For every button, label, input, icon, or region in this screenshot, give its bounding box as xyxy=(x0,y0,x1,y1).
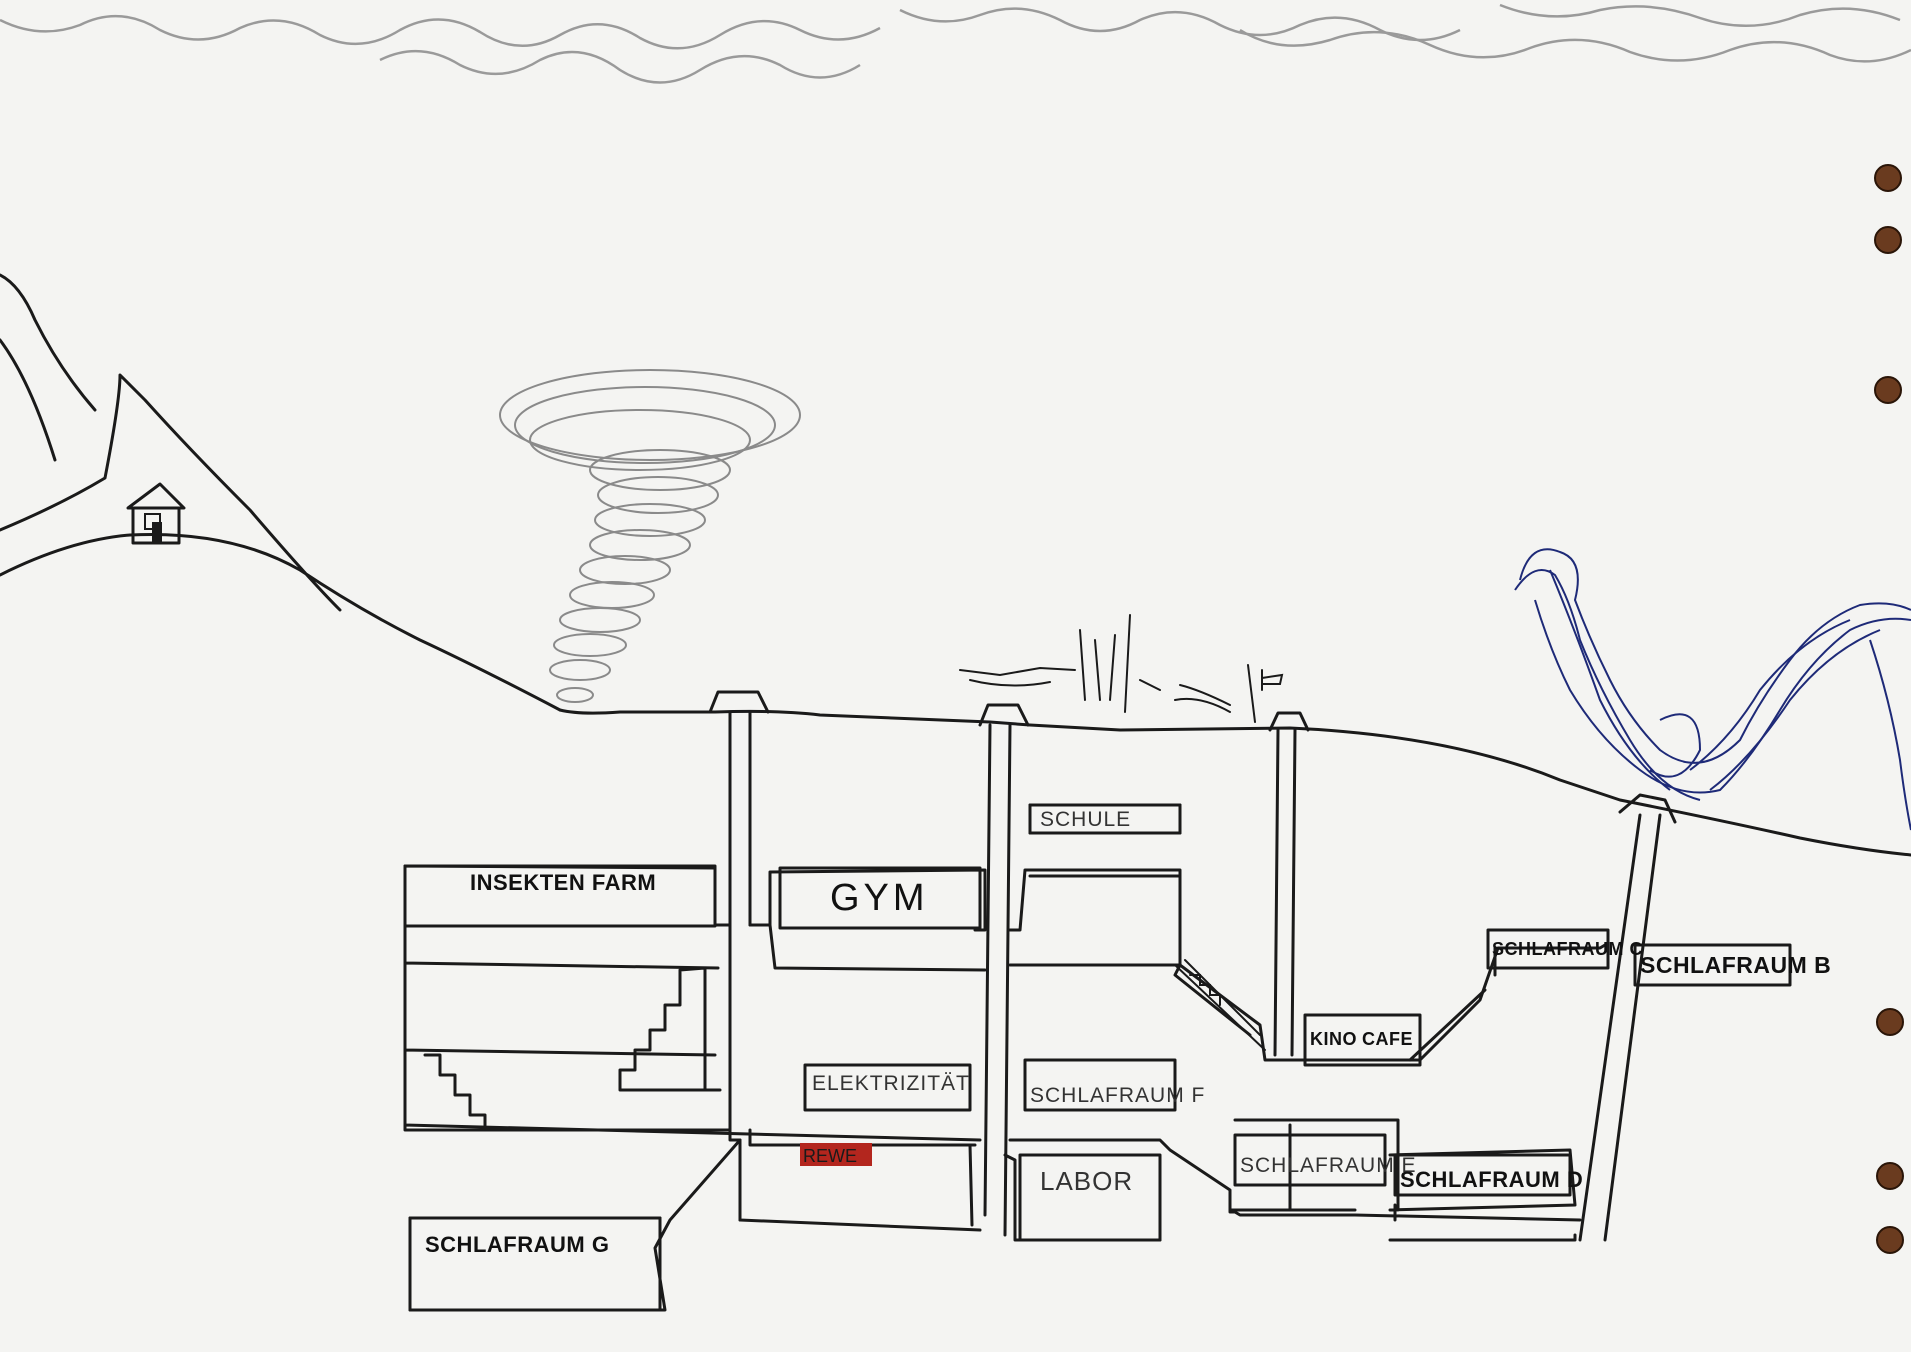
label-labor: LABOR xyxy=(1040,1166,1133,1196)
rewe-block xyxy=(800,1143,872,1166)
room-labor xyxy=(1018,1153,1162,1242)
tornado-icon xyxy=(499,369,801,703)
room-elektrizitaet xyxy=(803,1063,972,1112)
binder-hole xyxy=(1876,1008,1904,1036)
label-cafe: CAFE xyxy=(1362,1029,1413,1049)
binder-hole xyxy=(1876,1162,1904,1190)
binder-hole xyxy=(1874,376,1902,404)
label-elektrizitaet: ELEKTRIZITÄT xyxy=(812,1072,970,1095)
label-schlafraum-c: SCHLAFRAUM C xyxy=(1492,939,1643,959)
label-gym: GYM xyxy=(830,877,929,919)
room-schlafraum-e xyxy=(1233,1133,1387,1187)
room-schlafraum-d xyxy=(1393,1153,1572,1197)
labels: INSEKTEN FARM GYM SCHULE ELEKTRIZITÄT SC… xyxy=(425,808,1831,1257)
room-kino-cafe xyxy=(1303,1013,1422,1067)
label-schlafraum-b: SCHLAFRAUM B xyxy=(1640,952,1831,978)
label-schlafraum-f: SCHLAFRAUM F xyxy=(1030,1084,1205,1107)
stairs-kino xyxy=(1174,959,1266,1051)
binder-holes xyxy=(1874,164,1904,1254)
room-schlafraum-f xyxy=(1023,1058,1177,1112)
room-schule xyxy=(1028,803,1182,835)
clouds xyxy=(0,3,1911,84)
surface-debris xyxy=(959,614,1284,723)
ground-line xyxy=(558,708,1911,857)
label-insektenfarm: INSEKTEN FARM xyxy=(470,870,656,895)
house-icon xyxy=(126,482,186,545)
room-gym xyxy=(778,866,982,930)
mountain xyxy=(0,273,562,712)
room-insektenfarm xyxy=(403,864,717,928)
binder-hole xyxy=(1874,226,1902,254)
binder-hole xyxy=(1876,1226,1904,1254)
label-rewe: REWE xyxy=(803,1146,857,1166)
label-kino: KINO xyxy=(1310,1029,1357,1049)
label-schlafraum-e: SCHLAFRAUM E xyxy=(1240,1154,1417,1177)
room-schlafraum-b xyxy=(1633,943,1792,987)
wave-icon xyxy=(1514,548,1911,831)
label-schlafraum-g: SCHLAFRAUM G xyxy=(425,1232,609,1257)
rooms xyxy=(403,803,1792,1312)
label-schule: SCHULE xyxy=(1040,808,1131,831)
room-schlafraum-c xyxy=(1486,928,1610,970)
shafts xyxy=(708,690,1677,1242)
binder-hole xyxy=(1874,164,1902,192)
room-schlafraum-g xyxy=(408,1216,662,1312)
label-schlafraum-d: SCHLAFRAUM D xyxy=(1400,1167,1583,1192)
